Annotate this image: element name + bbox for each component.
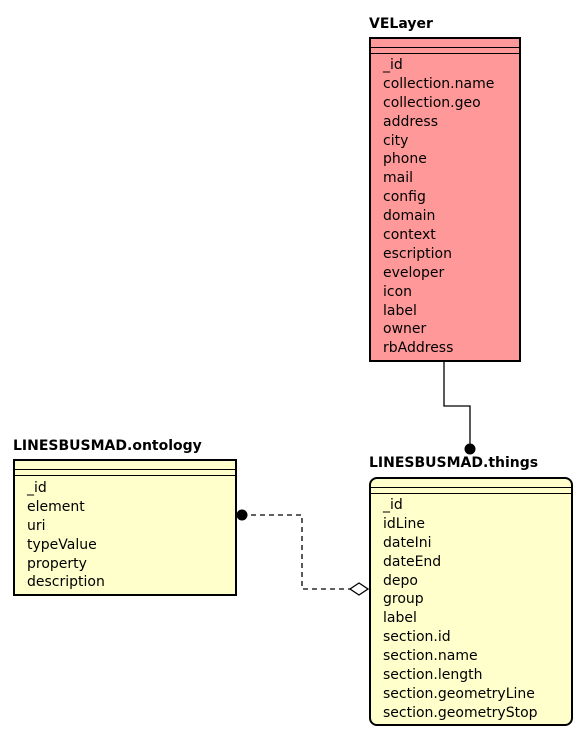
entity-title-things: LINESBUSMAD.things: [369, 455, 539, 471]
field-item: icon: [383, 283, 413, 300]
field-item: group: [383, 591, 424, 608]
entity-separator-band: [371, 487, 571, 494]
entity-field-list: _id element uri typeValue property descr…: [27, 479, 231, 592]
field-item: section.id: [383, 629, 451, 646]
field-item: section.length: [383, 667, 483, 684]
field-item: collection.geo: [383, 94, 481, 111]
field-item: escription: [383, 245, 452, 262]
field-item: phone: [383, 151, 427, 168]
field-item: owner: [383, 321, 427, 338]
field-item: label: [383, 302, 417, 319]
field-item: rbAddress: [383, 340, 454, 357]
entity-title-velayer: VELayer: [369, 16, 433, 32]
entity-field-list: _id idLine dateIni dateEnd depo group la…: [383, 496, 567, 723]
filled-circle-end-marker: [464, 443, 476, 455]
field-item: typeValue: [27, 536, 97, 553]
entity-header-band: [15, 461, 235, 470]
entity-box-velayer[interactable]: _id collection.name collection.geo addre…: [369, 37, 521, 362]
field-item: dateIni: [383, 534, 432, 551]
field-item: mail: [383, 170, 413, 187]
field-item: label: [383, 610, 417, 627]
hollow-diamond-end-marker: [348, 582, 370, 596]
field-item: description: [27, 574, 105, 591]
field-item: domain: [383, 208, 436, 225]
entity-header-band: [371, 39, 519, 48]
entity-box-things[interactable]: _id idLine dateIni dateEnd depo group la…: [369, 477, 573, 726]
relation-ontology-things: [242, 514, 350, 590]
field-item: config: [383, 189, 426, 206]
field-item: _id: [383, 497, 403, 513]
entity-box-ontology[interactable]: _id element uri typeValue property descr…: [13, 459, 237, 596]
field-item: city: [383, 132, 409, 149]
field-item: depo: [383, 572, 418, 589]
field-item: section.name: [383, 648, 478, 665]
field-item: collection.name: [383, 75, 495, 92]
field-item: element: [27, 498, 85, 515]
relation-velayer-things: [443, 362, 471, 449]
field-item: _id: [383, 57, 403, 73]
entity-separator-band: [15, 469, 235, 476]
field-item: property: [27, 555, 87, 572]
field-item: section.geometryStop: [383, 704, 538, 721]
field-item: section.geometryLine: [383, 685, 535, 702]
filled-circle-start-marker: [236, 509, 248, 521]
field-item: _id: [27, 480, 47, 496]
entity-separator-band: [371, 47, 519, 54]
entity-field-list: _id collection.name collection.geo addre…: [383, 56, 515, 358]
field-item: idLine: [383, 515, 425, 532]
field-item: address: [383, 113, 439, 130]
field-item: uri: [27, 517, 46, 534]
entity-header-band: [371, 479, 571, 488]
field-item: dateEnd: [383, 553, 442, 570]
entity-title-ontology: LINESBUSMAD.ontology: [13, 438, 202, 454]
field-item: eveloper: [383, 264, 445, 281]
field-item: context: [383, 227, 436, 244]
